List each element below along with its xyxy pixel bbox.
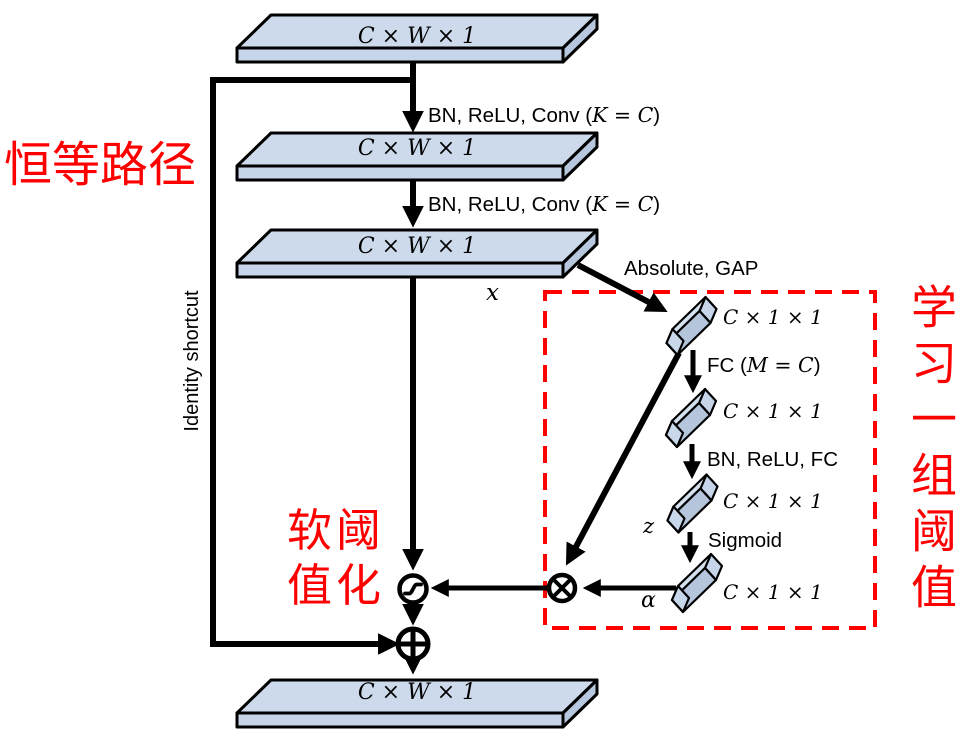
- identity-shortcut-line: [210, 77, 413, 655]
- input-slab-label: C × W × 1: [357, 24, 477, 49]
- output-feature-map-slab: [235, 678, 599, 729]
- vector-bar-gap: [665, 295, 718, 357]
- var-z: z: [643, 514, 655, 538]
- soft-thresholding-cn-annotation: 软阈值化: [286, 505, 385, 611]
- vector-label-alpha: C × 1 × 1: [723, 580, 823, 604]
- arrow-gap-to-multiply: [565, 351, 682, 566]
- vector-label-2: C × 1 × 1: [723, 399, 823, 423]
- absolute-gap-annotation: Absolute, GAP: [624, 257, 759, 280]
- soft-threshold-icon: [397, 573, 429, 605]
- conv1-annotation: BN, ReLU, Conv (K = C): [428, 103, 661, 127]
- identity-path-cn-annotation: 恒等路径: [4, 139, 197, 192]
- vector-bar-alpha: [670, 552, 724, 614]
- output-slab-label: C × W × 1: [357, 680, 477, 705]
- arrow-absolute-gap: [576, 262, 668, 313]
- fc-annotation: FC (M = C): [707, 353, 821, 377]
- bn-relu-fc-annotation: BN, ReLU, FC: [707, 448, 838, 471]
- slab2-label: C × W × 1: [357, 136, 477, 161]
- conv2-annotation: BN, ReLU, Conv (K = C): [428, 192, 661, 216]
- vector-label-1: C × 1 × 1: [723, 305, 823, 329]
- var-x: x: [486, 280, 499, 306]
- multiply-icon: [546, 572, 578, 604]
- slab-x-label: C × W × 1: [357, 234, 477, 259]
- vector-bar-fc1: [664, 387, 718, 449]
- identity-shortcut-label: Identity shortcut: [181, 290, 203, 432]
- learn-thresholds-cn-annotation: 学习一组阈值: [905, 283, 957, 619]
- var-alpha: α: [641, 588, 656, 613]
- input-feature-map-slab: [235, 13, 599, 64]
- threshold-module-dashed-box: [543, 290, 877, 630]
- vector-label-z: C × 1 × 1: [723, 489, 823, 513]
- feature-map-slab-2: [235, 131, 599, 182]
- feature-map-slab-x: [235, 228, 599, 279]
- add-icon: [395, 626, 431, 662]
- vector-bar-z: [666, 473, 719, 534]
- sigmoid-annotation: Sigmoid: [708, 529, 783, 552]
